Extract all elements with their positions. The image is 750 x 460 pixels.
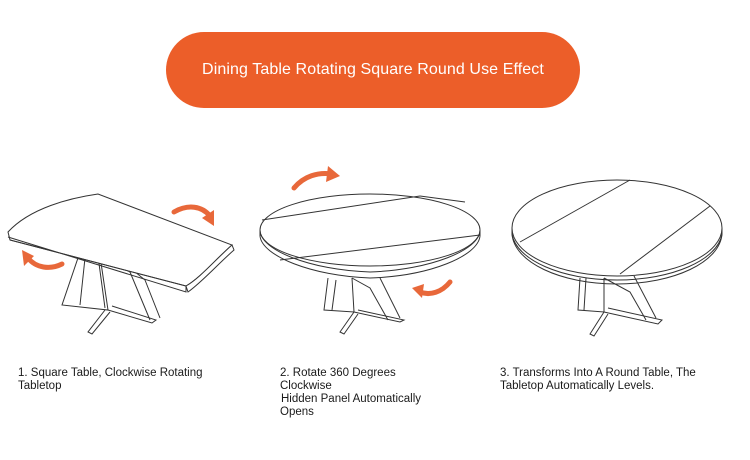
caption-line: Tabletop [18,380,62,392]
caption-line: 3. Transforms Into A Round Table, The [500,367,696,379]
banner-title: Dining Table Rotating Square Round Use E… [202,61,544,78]
rotate-arrow-icon [22,250,65,270]
step-caption-1: 1. Square Table, Clockwise Rotating Tabl… [18,367,238,393]
step-caption-2: 2. Rotate 360 Degrees Clockwise Hidden P… [280,367,480,419]
figure-round-table [511,179,723,337]
figure-rotating-table [259,166,481,335]
caption-line: Opens [280,406,314,418]
caption-line: Clockwise [280,380,332,392]
title-banner: Dining Table Rotating Square Round Use E… [166,32,580,108]
step-caption-3: 3. Transforms Into A Round Table, The Ta… [500,367,740,393]
caption-line: Tabletop Automatically Levels. [500,380,655,392]
rotate-arrow-icon [412,279,453,298]
rotate-arrow-icon [171,204,214,226]
rotate-arrow-icon [291,166,340,191]
caption-line: Hidden Panel Automatically [281,393,421,405]
caption-line: 1. Square Table, Clockwise Rotating [18,367,203,379]
caption-line: 2. Rotate 360 Degrees [280,367,396,379]
figure-square-table [7,193,235,335]
